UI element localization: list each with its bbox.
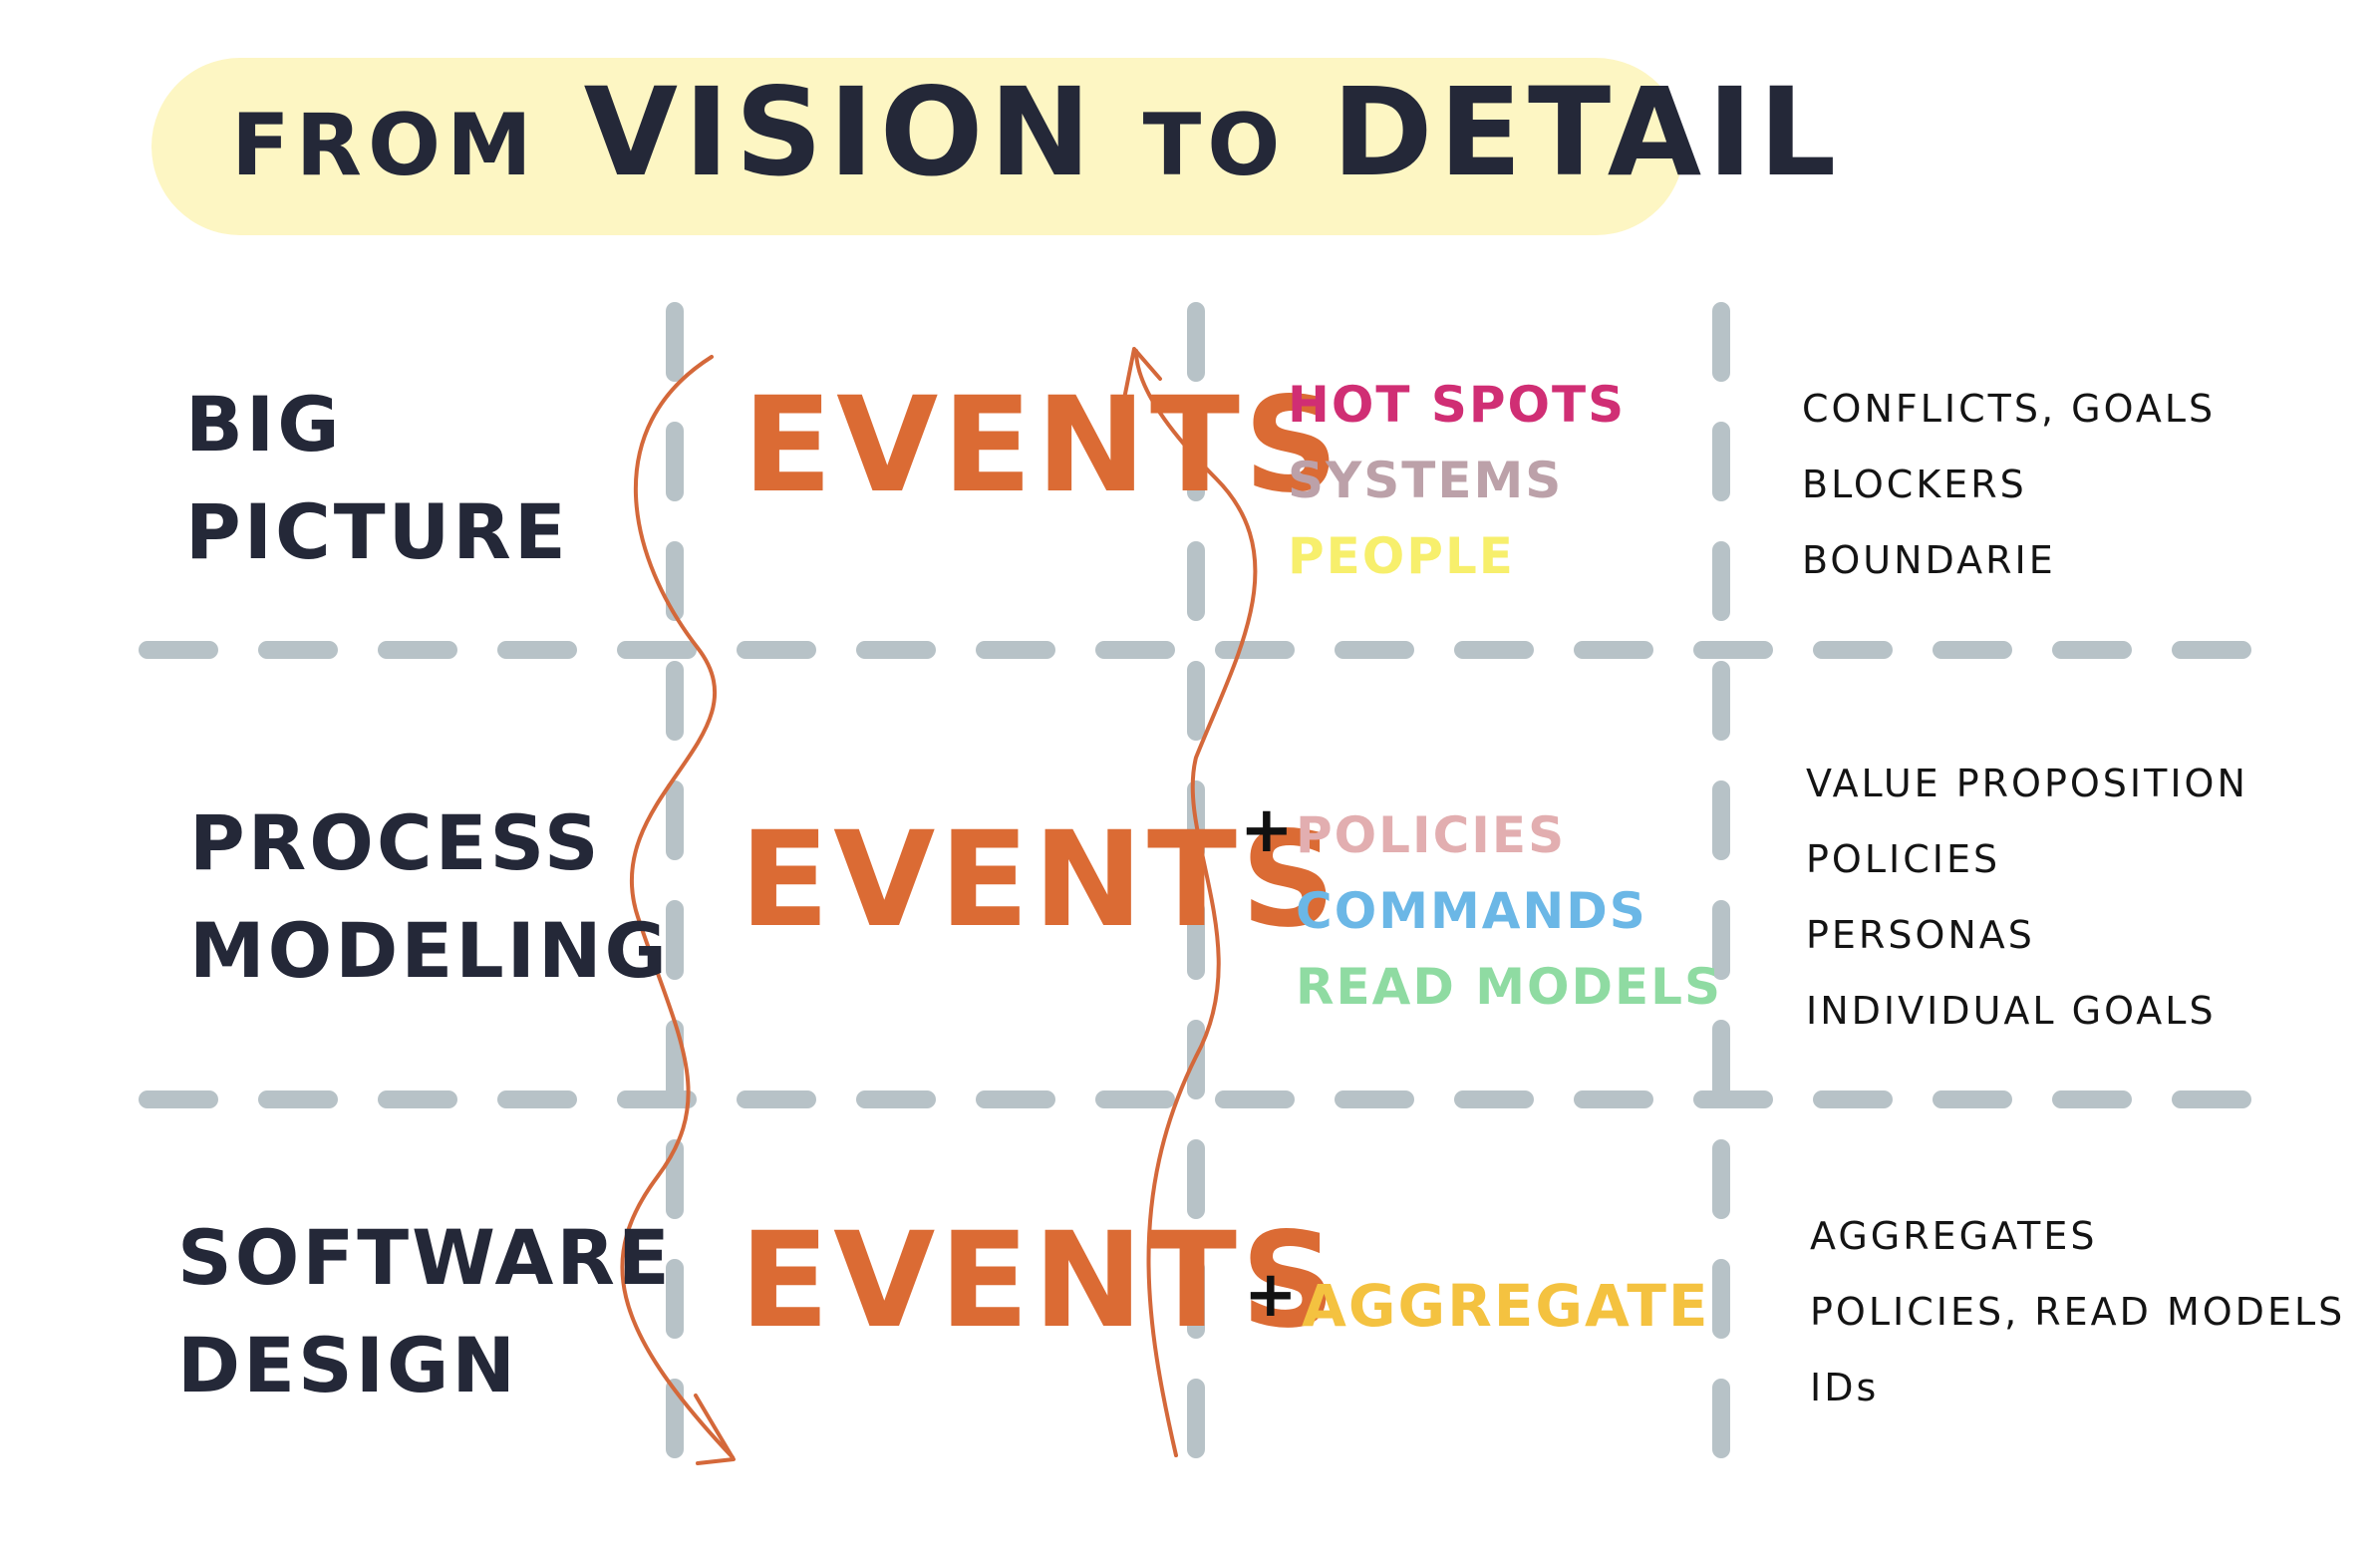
flow-up-arrow <box>1134 349 1258 1457</box>
right-item: POLICIES, READ MODELS <box>1810 1290 2346 1334</box>
events-label: EVENTS <box>743 369 1343 522</box>
flow-down-arrow <box>620 355 735 1459</box>
row-label-line: DESIGN <box>177 1321 519 1409</box>
title-word: TO <box>1142 96 1287 195</box>
right-item: POLICIES <box>1806 837 2001 881</box>
right-list-process-modeling: VALUE PROPOSITION POLICIES PERSONAS INDI… <box>1806 746 2248 1049</box>
right-item: PERSONAS <box>1806 913 2035 957</box>
middle-list-software-design: AGGREGATE <box>1302 1268 1710 1344</box>
right-item: VALUE PROPOSITION <box>1806 762 2248 805</box>
title-word: DETAIL <box>1332 62 1843 203</box>
row-label-line: SOFTWARE <box>177 1213 673 1302</box>
right-list-big-picture: CONFLICTS, GOALS BLOCKERS BOUNDARIE <box>1802 371 2216 598</box>
row-label-big-picture: BIG PICTURE <box>185 371 569 586</box>
middle-item: READ MODELS <box>1296 958 1723 1016</box>
plus-sign: + <box>1240 793 1294 867</box>
title-word: VISION <box>583 62 1097 203</box>
middle-list-process-modeling: POLICIES COMMANDS READ MODELS <box>1296 797 1722 1025</box>
middle-item: COMMANDS <box>1296 882 1647 940</box>
flow-up-arrowhead <box>1122 347 1162 401</box>
row-label-software-design: SOFTWARE DESIGN <box>177 1204 673 1419</box>
right-item: IDs <box>1810 1366 1880 1409</box>
middle-item: PEOPLE <box>1288 527 1515 585</box>
row-label-line: PICTURE <box>185 487 569 576</box>
events-label: EVENTS <box>740 803 1340 957</box>
right-item: BOUNDARIE <box>1802 538 2056 582</box>
plus-sign: + <box>1244 1258 1298 1332</box>
row-label-line: PROCESS <box>189 798 602 887</box>
right-list-software-design: AGGREGATES POLICIES, READ MODELS IDs <box>1810 1198 2345 1425</box>
middle-item: SYSTEMS <box>1288 452 1564 509</box>
events-label: EVENTS <box>740 1204 1340 1358</box>
middle-item: HOT SPOTS <box>1288 376 1627 434</box>
right-item: BLOCKERS <box>1802 463 2027 506</box>
middle-item: AGGREGATE <box>1302 1272 1710 1340</box>
row-label-line: MODELING <box>189 906 670 995</box>
middle-list-big-picture: HOT SPOTS SYSTEMS PEOPLE <box>1288 367 1626 594</box>
right-item: CONFLICTS, GOALS <box>1802 387 2217 431</box>
row-label-process-modeling: PROCESS MODELING <box>189 789 670 1005</box>
row-label-line: BIG <box>185 380 343 468</box>
right-item: INDIVIDUAL GOALS <box>1806 989 2217 1033</box>
flow-down-arrowhead <box>694 1394 736 1465</box>
page-title: FROM VISION TO DETAIL <box>231 62 1842 211</box>
title-word: FROM <box>231 96 538 195</box>
middle-item: POLICIES <box>1296 806 1567 864</box>
title-highlight <box>151 58 1684 235</box>
right-item: AGGREGATES <box>1810 1214 2098 1258</box>
